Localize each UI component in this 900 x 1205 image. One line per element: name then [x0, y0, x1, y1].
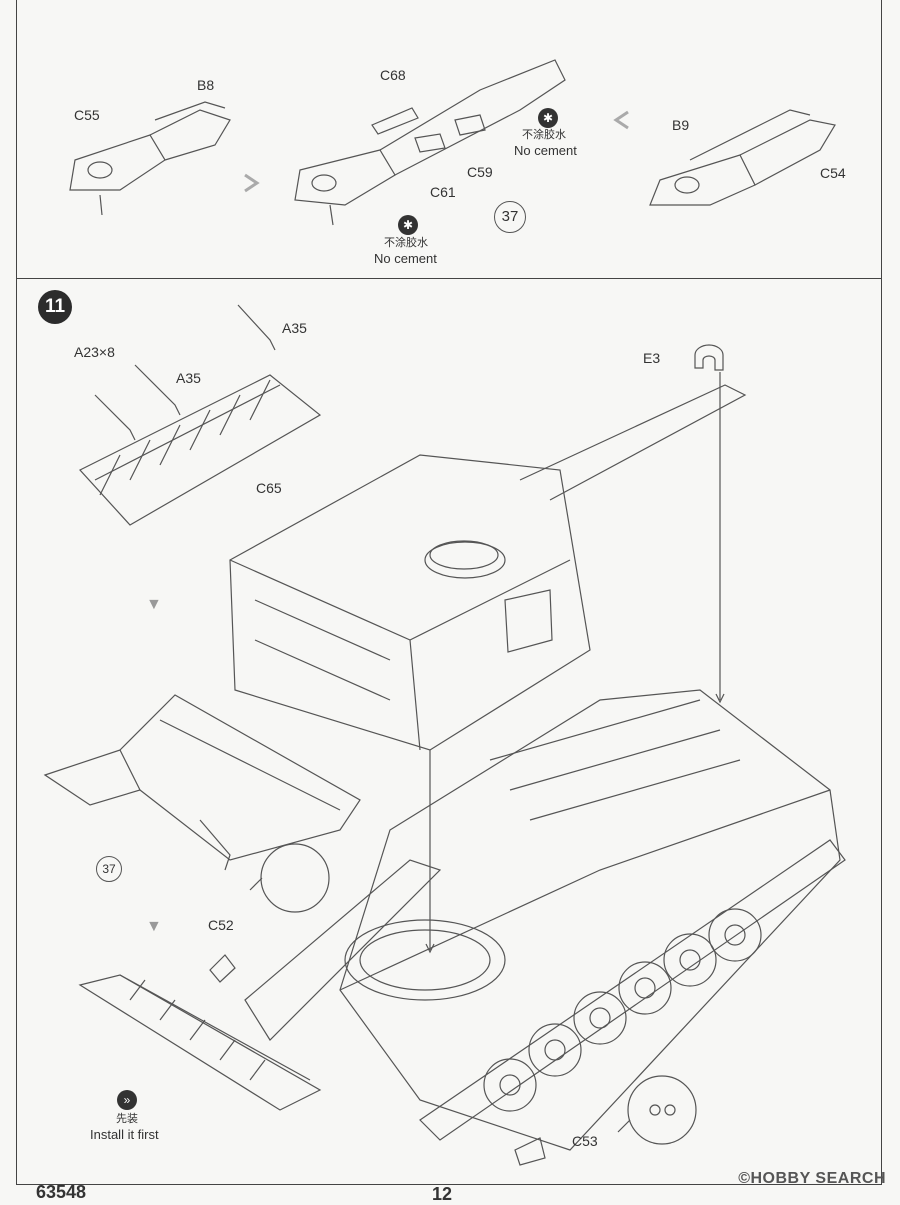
install-first-icon: » — [117, 1090, 137, 1110]
part-label-a23: A23×8 — [74, 344, 115, 360]
part-e3-drawing — [425, 344, 725, 954]
lower-track-guard-drawing — [78, 974, 322, 1111]
track-guard-c65-drawing — [79, 304, 322, 526]
no-cement-zh-1: 不涂胶水 — [522, 129, 566, 141]
bracket-b9-c54-drawing — [649, 109, 836, 206]
part-label-b9: B9 — [672, 117, 690, 133]
part-label-c55: C55 — [74, 107, 100, 123]
reference-step-37-badge: 37 — [494, 201, 526, 233]
no-cement-zh-2: 不涂胶水 — [384, 237, 428, 249]
part-label-e3: E3 — [643, 350, 661, 366]
page-number: 12 — [432, 1184, 453, 1204]
part-label-c53: C53 — [572, 1133, 598, 1149]
road-wheels-drawing — [419, 839, 846, 1141]
part-c52-shape — [209, 954, 236, 983]
no-cement-en-1: No cement — [514, 143, 577, 158]
step-11-instruction-panel — [16, 278, 882, 1185]
part-label-c54: C54 — [820, 165, 846, 181]
fender-bracket-drawing — [43, 694, 361, 871]
turret-drawing — [229, 384, 747, 751]
part-label-c52: C52 — [208, 917, 234, 933]
part-label-a35-top: A35 — [282, 320, 307, 336]
watermark: ©HOBBY SEARCH — [738, 1170, 886, 1187]
step-number-badge: 11 — [38, 290, 72, 324]
part-label-b8: B8 — [197, 77, 215, 93]
no-cement-en-2: No cement — [374, 251, 437, 266]
part-label-c65: C65 — [256, 480, 282, 496]
down-arrow-icon: ▼ — [146, 918, 162, 935]
product-number: 63548 — [36, 1182, 87, 1202]
detail-callout-drawing — [249, 843, 697, 1145]
no-cement-icon: ✱ — [538, 108, 558, 128]
reference-step-37-badge: 37 — [96, 856, 122, 882]
hull-drawing — [244, 689, 841, 1151]
part-label-c61: C61 — [430, 184, 456, 200]
bracket-c68-drawing — [294, 59, 566, 226]
no-cement-icon: ✱ — [398, 215, 418, 235]
part-c53-shape — [514, 1137, 546, 1166]
part-label-c59: C59 — [467, 164, 493, 180]
bracket-c55-b8-drawing — [69, 101, 231, 216]
install-first-zh: 先装 — [116, 1113, 138, 1125]
down-arrow-icon: ▼ — [146, 596, 162, 613]
install-first-en: Install it first — [90, 1127, 159, 1142]
part-label-a35-mid: A35 — [176, 370, 201, 386]
part-label-c68: C68 — [380, 67, 406, 83]
